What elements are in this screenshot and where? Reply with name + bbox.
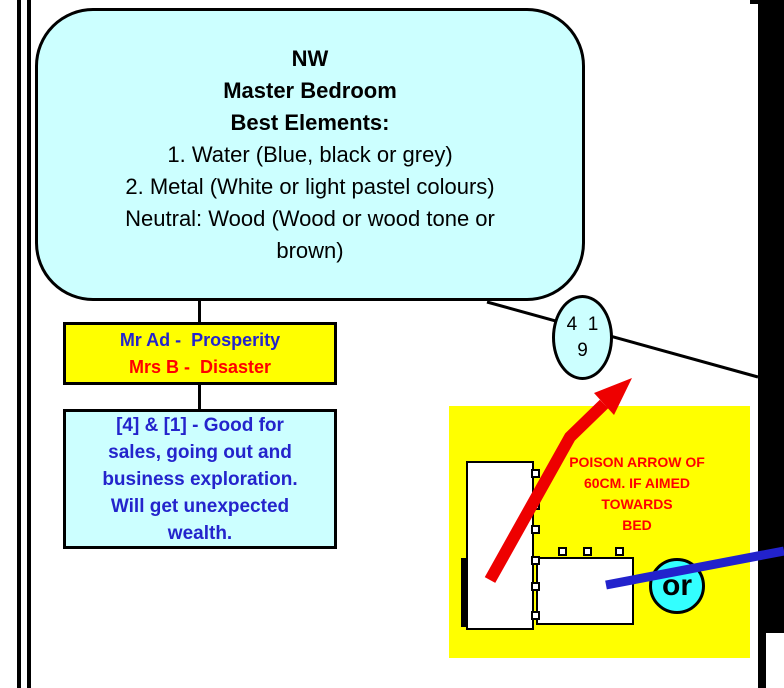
connector-main-to-owner [198,299,201,324]
wardrobe-knob [531,501,540,510]
poison-caption-line: POISON ARROW OF [569,454,705,470]
prosperity-line: Mr Ad - Prosperity [119,329,281,350]
left-wall-line-inner [27,0,31,688]
poison-arrow-caption: POISON ARROW OF 60CM. IF AIMED TOWARDS B… [556,452,718,536]
wardrobe-knob [531,556,540,565]
wardrobe-knob [531,611,540,620]
main-box-body-line: 1. Water (Blue, black or grey) [167,141,453,167]
star-numbers-top: 4 1 [566,313,599,335]
stars-meaning-box: [4] & [1] - Good for sales, going out an… [63,409,337,549]
wardrobe-shape [466,461,534,630]
or-option-label: or [662,569,692,602]
wardrobe-knob [531,582,540,591]
info-box-line: wealth. [167,522,233,544]
main-box-body-line: Neutral: Wood (Wood or wood tone or [125,205,495,231]
main-box-title-line: Master Bedroom [223,77,397,103]
star-number-bottom: 9 [577,339,588,361]
flying-star-ellipse: 4 1 9 [552,295,613,380]
right-wall-bar [758,0,784,633]
bed-knob [615,547,624,556]
bed-shape [536,557,634,625]
main-box-body-line: brown) [276,237,344,263]
disaster-line: Mrs B - Disaster [128,356,272,377]
right-wall-bar-lower [758,633,766,688]
main-box-body-line: 2. Metal (White or light pastel colours) [125,173,495,199]
nw-master-bedroom-box: NW Master Bedroom Best Elements: 1. Wate… [35,8,585,301]
info-box-line: business exploration. [102,468,298,490]
info-box-line: sales, going out and [108,441,292,463]
main-box-title-line: NW [291,45,329,71]
wardrobe-knob [531,525,540,534]
bed-knob [558,547,567,556]
owner-status-box: Mr Ad - Prosperity Mrs B - Disaster [63,322,337,385]
poison-caption-line: BED [622,517,652,533]
info-box-line: [4] & [1] - Good for [116,414,284,436]
poison-caption-line: TOWARDS [601,496,673,512]
main-box-title-line: Best Elements: [230,109,390,135]
right-wall-top-notch [750,0,760,4]
left-wall-line-outer [17,0,21,688]
connector-owner-to-info [198,383,201,411]
info-box-line: Will get unexpected [110,495,290,517]
wardrobe-knob [531,469,540,478]
poison-caption-line: 60CM. IF AIMED [583,475,691,491]
bed-knob [583,547,592,556]
diagonal-connector-line [486,300,759,379]
cabinet-shadow [461,558,466,627]
